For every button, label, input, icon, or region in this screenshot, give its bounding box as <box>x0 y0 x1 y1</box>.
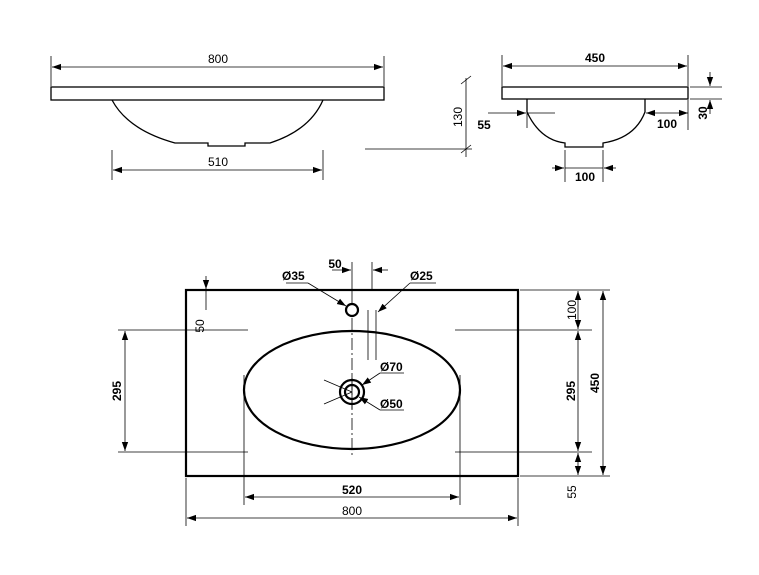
dim-drain-inner: Ø50 <box>380 397 403 411</box>
dim-edge-offset: 50 <box>193 319 207 333</box>
dim-bowl-width: 520 <box>342 483 362 497</box>
leader-line <box>358 396 381 411</box>
drain-cross <box>323 379 353 393</box>
dim-back-offset: 100 <box>565 300 579 320</box>
side-basin-profile <box>526 99 646 148</box>
dim-front-offset: 55 <box>565 485 579 499</box>
dim-height: 130 <box>451 107 465 127</box>
countertop-slab <box>50 86 385 101</box>
front-elevation: 800 510 130 <box>50 52 472 180</box>
leader-line <box>377 282 411 313</box>
dim-tap-to-center: 50 <box>328 257 342 271</box>
dim-right-offset: 100 <box>657 117 677 131</box>
dim-thickness: 30 <box>696 106 710 120</box>
drain-cross <box>323 391 353 405</box>
dim-drain-width: 100 <box>575 170 595 184</box>
dim-drain-outer: Ø70 <box>380 360 403 374</box>
dim-basin-width: 510 <box>208 155 228 169</box>
leader-line <box>361 372 381 386</box>
tick <box>460 75 472 85</box>
dim-bowl-length-left: 295 <box>110 381 124 401</box>
tick <box>460 144 472 154</box>
leader-line <box>307 282 347 307</box>
dim-left-offset: 55 <box>477 118 491 132</box>
plan-view: Ø35 Ø25 50 50 Ø70 Ø50 295 100 295 <box>110 257 610 526</box>
dim-bowl-length-right: 295 <box>564 381 578 401</box>
dim-tap-hole: Ø35 <box>282 269 305 283</box>
basin-profile <box>111 99 324 147</box>
dim-total-width: 800 <box>342 504 362 518</box>
dim-width: 800 <box>208 52 228 66</box>
dim-total-depth: 450 <box>588 373 602 393</box>
tap-hole <box>344 302 360 318</box>
side-elevation: 450 55 100 100 30 <box>477 51 722 184</box>
side-slab <box>501 86 689 100</box>
dim-depth: 450 <box>585 51 605 65</box>
dim-tap-hole-alt: Ø25 <box>410 269 433 283</box>
